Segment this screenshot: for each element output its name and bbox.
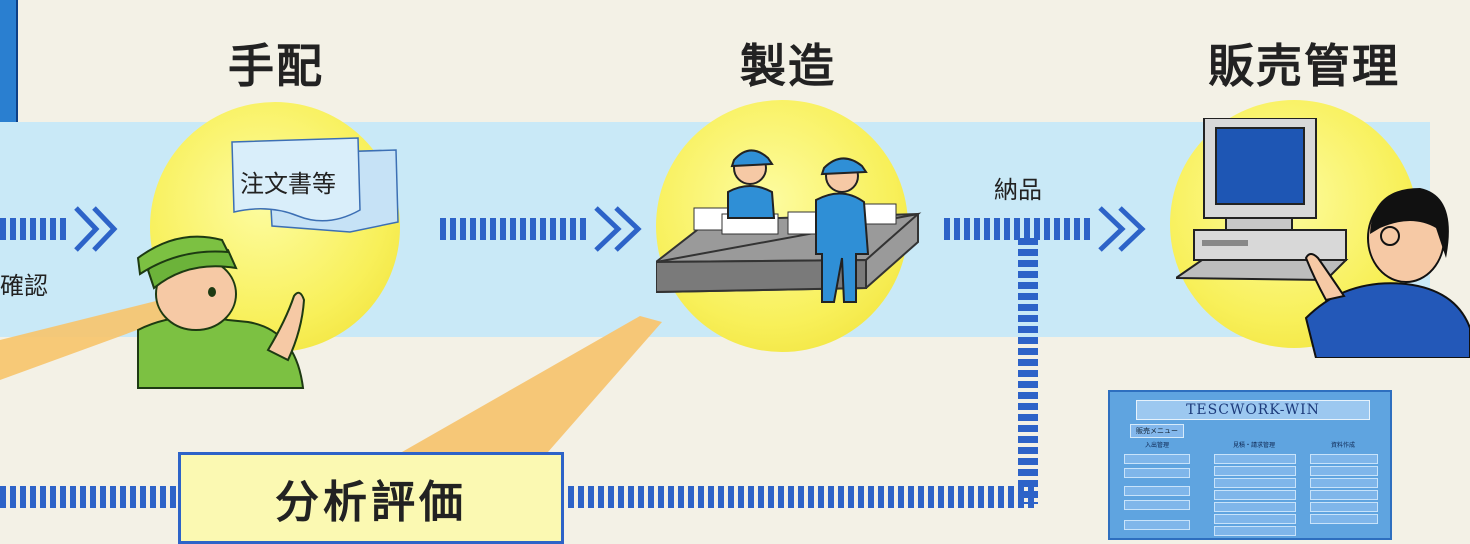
sales-operator-illustration (1176, 118, 1470, 358)
screen-column-header: 入出管理 (1144, 442, 1169, 449)
manufacturing-workers-illustration (656, 149, 922, 303)
screen-menu-item (1124, 454, 1190, 464)
delivery-label: 納品 (994, 176, 1042, 204)
analysis-evaluation-box: 分析評価 (178, 452, 564, 544)
screen-menu-item (1214, 454, 1296, 464)
flow-dashes-right (944, 218, 1094, 240)
flow-dashes-middle (440, 218, 590, 240)
screen-menu-item (1214, 490, 1296, 500)
screen-menu-item (1124, 486, 1190, 496)
order-documents-icon (231, 137, 399, 233)
screen-menu-item (1214, 478, 1296, 488)
stage-title-arrangement: 手配 (228, 39, 324, 93)
screen-menu-item (1310, 502, 1378, 512)
stage-title-sales: 販売管理 (1208, 39, 1400, 93)
screen-menu-item (1124, 500, 1190, 510)
screen-menu-item (1310, 454, 1378, 464)
screen-menu-item (1310, 478, 1378, 488)
screen-menu-item (1124, 468, 1190, 478)
screen-menu-item (1214, 514, 1296, 524)
screen-menu-item (1310, 514, 1378, 524)
screen-menu-item (1214, 502, 1296, 512)
feedback-dashes-vertical (1018, 238, 1038, 504)
screen-menu-item (1124, 520, 1190, 530)
screen-menu-item (1214, 466, 1296, 476)
screen-title: TESCWORK-WIN (1136, 400, 1370, 420)
flow-chevron-right-icon (1098, 206, 1146, 252)
check-label: 確認 (0, 272, 48, 300)
flow-chevron-left-icon (74, 206, 118, 252)
screen-column-header: 見積・請求管理 (1232, 442, 1275, 449)
flow-dashes-left (0, 218, 66, 240)
feedback-dashes-bottom-right (568, 486, 1038, 508)
stage-title-manufacturing: 製造 (740, 39, 836, 93)
feedback-dashes-bottom-left (0, 486, 176, 508)
screen-menu-tab: 販売メニュー (1130, 424, 1184, 438)
order-documents-label: 注文書等 (240, 170, 336, 198)
screen-menu-item (1214, 526, 1296, 536)
screen-column-header: 資料作成 (1330, 442, 1355, 449)
screen-menu-item (1310, 490, 1378, 500)
software-screen-thumbnail: TESCWORK-WIN 販売メニュー 入出管理 見積・請求管理 資料作成 (1108, 390, 1392, 540)
arrangement-worker-illustration (136, 235, 306, 389)
flow-chevron-middle-icon (594, 206, 642, 252)
screen-menu-item (1310, 466, 1378, 476)
